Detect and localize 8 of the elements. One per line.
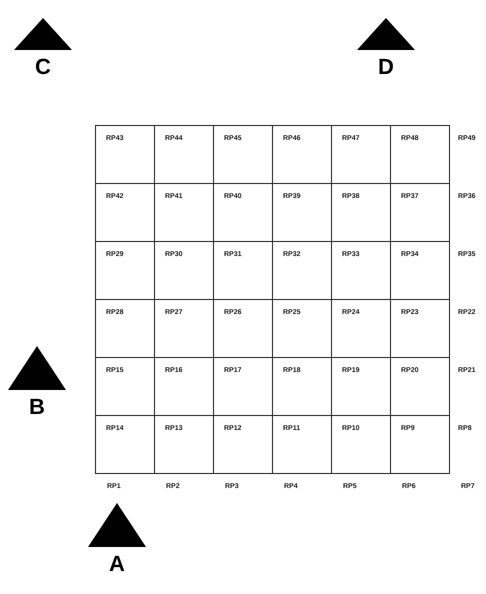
position-letter: A (109, 553, 125, 575)
grid-cell (95, 415, 155, 474)
position-letter: B (29, 396, 45, 418)
position-letter: C (35, 56, 51, 78)
grid-cell (390, 415, 450, 474)
grid-cell (95, 125, 155, 184)
position-letter: D (378, 56, 394, 78)
grid-cell (390, 125, 450, 184)
